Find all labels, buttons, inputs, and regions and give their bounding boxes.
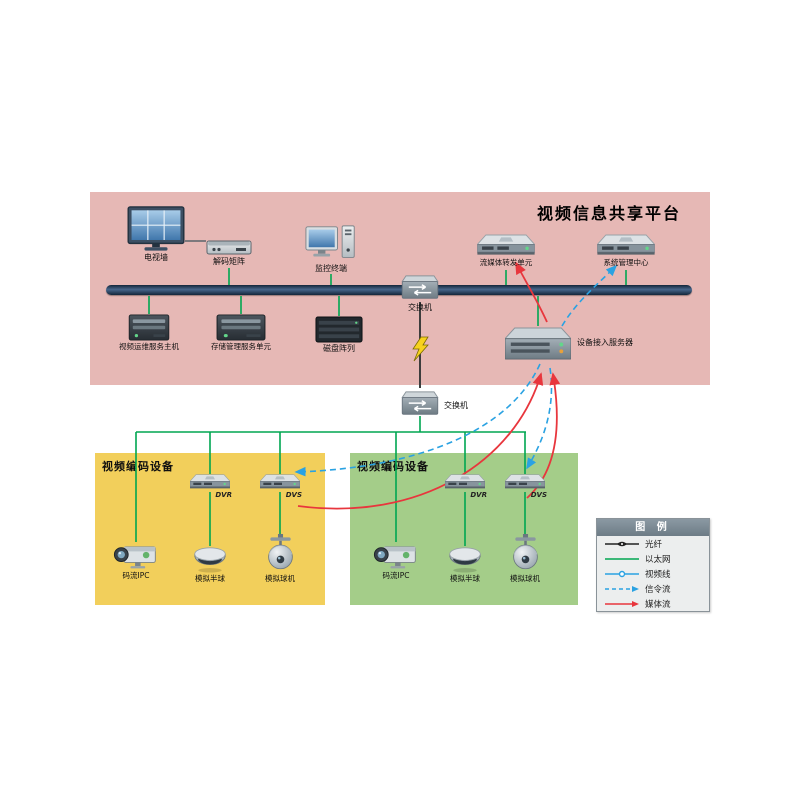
ethernet-line-icon bbox=[605, 557, 639, 560]
dome-right-label: 模拟半球 bbox=[450, 574, 480, 583]
device-access-server bbox=[504, 326, 572, 363]
legend: 图 例 光纤 以太网 视频线 bbox=[596, 518, 710, 612]
device-dvr-right: DVR bbox=[443, 474, 487, 499]
decoder-matrix-label: 解码矩阵 bbox=[213, 257, 245, 266]
switch-top-icon bbox=[401, 274, 439, 302]
device-ipc-left: 码流IPC bbox=[108, 542, 164, 580]
encoder-right-title: 视频编码设备 bbox=[357, 460, 429, 473]
dvr-left-label: DVR bbox=[215, 491, 232, 499]
storage-mgmt-unit-label: 存储管理服务单元 bbox=[211, 342, 271, 351]
device-stream-forward-unit: 流媒体转发单元 bbox=[474, 234, 538, 267]
system-mgmt-center-icon bbox=[597, 234, 655, 257]
legend-signal-label: 信令流 bbox=[645, 584, 671, 595]
video-ops-host-icon bbox=[128, 314, 170, 341]
dvs-left-icon bbox=[260, 474, 300, 490]
dvs-right-label: DVS bbox=[530, 491, 547, 499]
switch-top-label: 交换机 bbox=[408, 303, 432, 312]
dvr-left-icon bbox=[190, 474, 230, 490]
device-dvs-right: DVS bbox=[503, 474, 547, 499]
dome-right-icon bbox=[447, 546, 483, 573]
ipc-left-icon bbox=[113, 542, 159, 570]
device-monitor-terminal: 监控终端 bbox=[302, 224, 360, 274]
legend-video-label: 视频线 bbox=[645, 569, 671, 580]
tv-wall-icon bbox=[127, 206, 185, 252]
dvr-right-label: DVR bbox=[470, 491, 487, 499]
device-ptz-right: 模拟球机 bbox=[503, 534, 547, 583]
dvs-right-icon bbox=[505, 474, 545, 490]
device-disk-array: 磁盘阵列 bbox=[310, 316, 368, 354]
legend-fiber-label: 光纤 bbox=[645, 539, 663, 550]
device-tv-wall: 电视墙 bbox=[122, 206, 190, 263]
ipc-left-label: 码流IPC bbox=[122, 571, 150, 580]
stream-forward-unit-icon bbox=[477, 234, 535, 257]
disk-array-icon bbox=[315, 316, 363, 343]
device-decoder-matrix: 解码矩阵 bbox=[198, 238, 260, 267]
legend-ethernet-label: 以太网 bbox=[645, 554, 671, 565]
media-flow-icon bbox=[605, 600, 639, 607]
device-dvs-left: DVS bbox=[258, 474, 302, 499]
legend-item-signal: 信令流 bbox=[597, 581, 709, 596]
monitor-terminal-icon bbox=[305, 224, 357, 263]
system-mgmt-center-label: 系统管理中心 bbox=[603, 258, 649, 267]
ptz-left-icon bbox=[265, 534, 296, 573]
dvr-right-icon bbox=[445, 474, 485, 490]
ptz-right-icon bbox=[510, 534, 541, 573]
disk-array-label: 磁盘阵列 bbox=[323, 344, 355, 353]
dome-left-icon bbox=[192, 546, 228, 573]
device-dvr-left: DVR bbox=[188, 474, 232, 499]
video-ops-host-label: 视频运维服务主机 bbox=[119, 342, 179, 351]
fiber-line-icon bbox=[605, 541, 639, 546]
dvs-left-label: DVS bbox=[285, 491, 302, 499]
signal-flow-icon bbox=[605, 585, 639, 592]
ptz-right-label: 模拟球机 bbox=[510, 574, 540, 583]
device-system-mgmt-center: 系统管理中心 bbox=[594, 234, 658, 267]
monitor-terminal-label: 监控终端 bbox=[315, 264, 347, 273]
switch-bottom-icon bbox=[401, 390, 439, 418]
tv-wall-label: 电视墙 bbox=[144, 253, 168, 262]
encoder-left-title: 视频编码设备 bbox=[102, 460, 174, 473]
stream-forward-unit-label: 流媒体转发单元 bbox=[479, 258, 533, 267]
device-video-ops-host: 视频运维服务主机 bbox=[116, 314, 182, 351]
dome-left-label: 模拟半球 bbox=[195, 574, 225, 583]
legend-media-label: 媒体流 bbox=[645, 599, 671, 610]
legend-item-fiber: 光纤 bbox=[597, 536, 709, 551]
device-access-server-label: 设备接入服务器 bbox=[577, 338, 633, 347]
ipc-right-label: 码流IPC bbox=[382, 571, 410, 580]
device-access-server-icon bbox=[505, 326, 571, 363]
device-ipc-right: 码流IPC bbox=[368, 542, 424, 580]
platform-title: 视频信息共享平台 bbox=[537, 204, 682, 223]
device-dome-left: 模拟半球 bbox=[188, 546, 232, 583]
video-line-icon bbox=[605, 570, 639, 577]
legend-item-media: 媒体流 bbox=[597, 596, 709, 611]
ptz-left-label: 模拟球机 bbox=[265, 574, 295, 583]
device-switch-top: 交换机 bbox=[399, 274, 441, 313]
storage-mgmt-unit-icon bbox=[216, 314, 266, 341]
switch-bottom-label: 交换机 bbox=[444, 401, 468, 410]
device-ptz-left: 模拟球机 bbox=[258, 534, 302, 583]
device-storage-mgmt-unit: 存储管理服务单元 bbox=[206, 314, 276, 351]
decoder-matrix-icon bbox=[206, 238, 252, 256]
device-switch-bottom bbox=[399, 390, 441, 418]
legend-item-video: 视频线 bbox=[597, 566, 709, 581]
legend-title: 图 例 bbox=[597, 519, 709, 536]
device-dome-right: 模拟半球 bbox=[443, 546, 487, 583]
legend-item-ethernet: 以太网 bbox=[597, 551, 709, 566]
ipc-right-icon bbox=[373, 542, 419, 570]
